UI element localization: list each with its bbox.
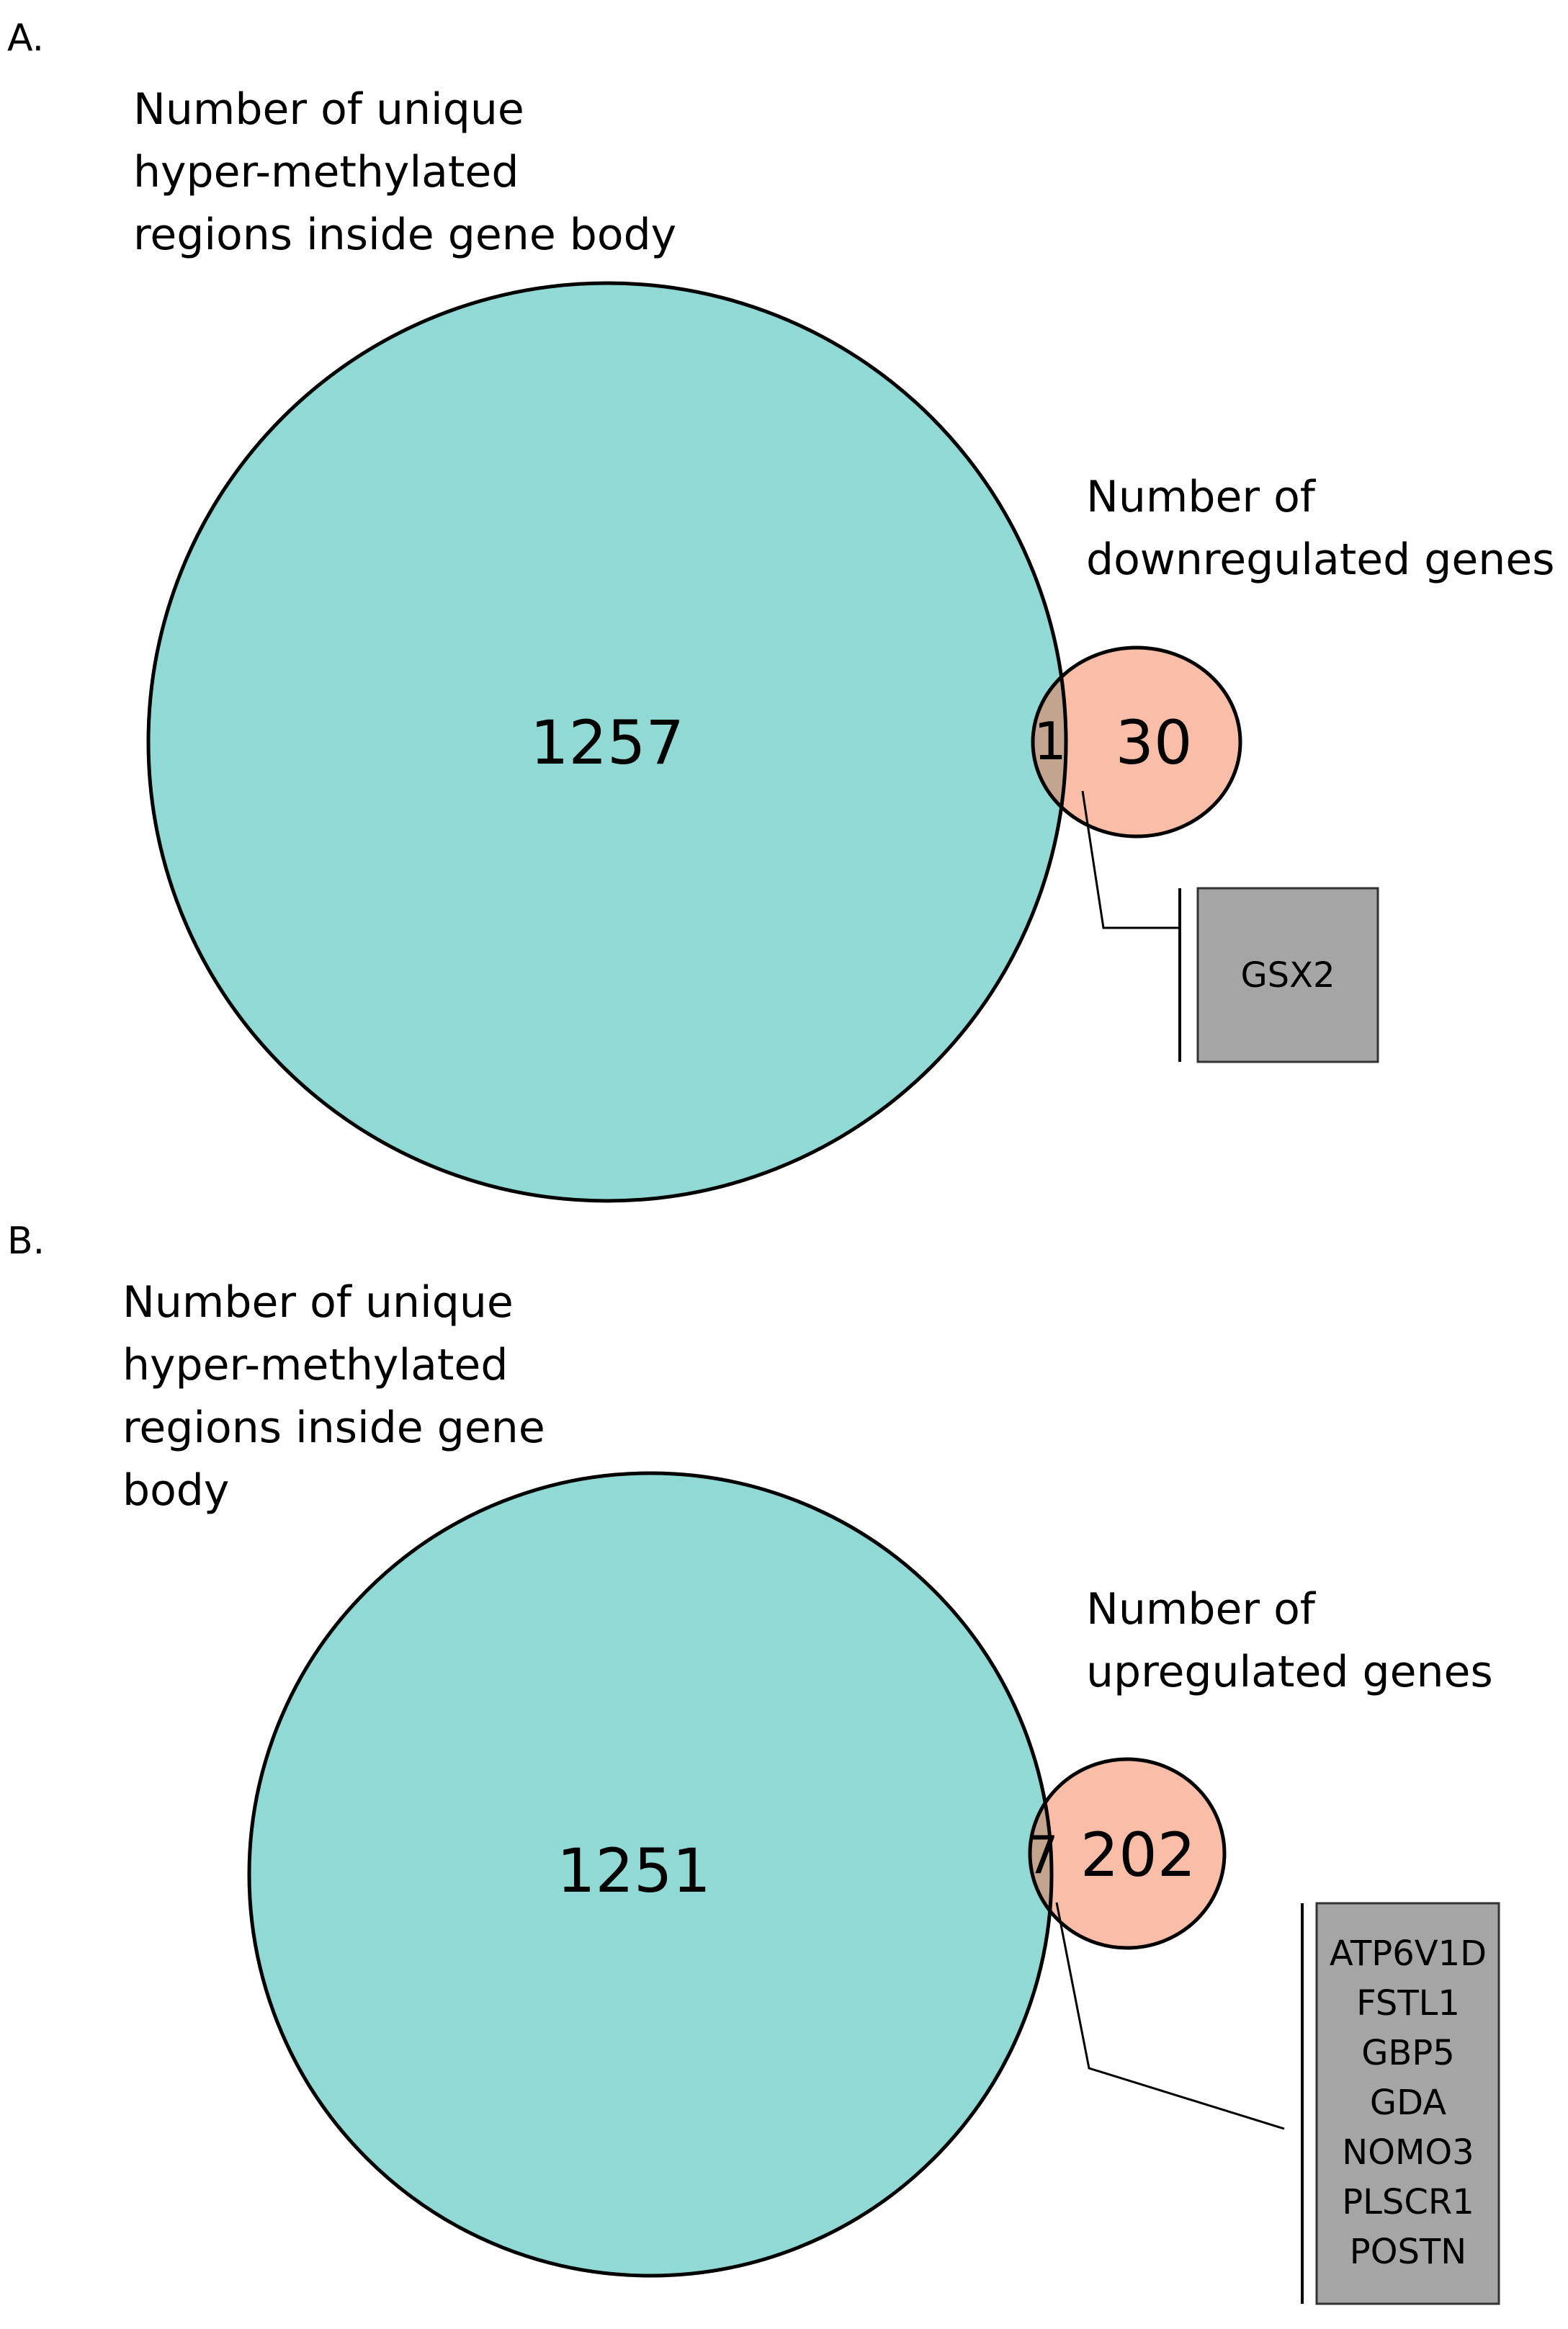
panel-a-right-set-label-line-2: downregulated genes — [1086, 535, 1555, 585]
gene-name: ATP6V1D — [1330, 1934, 1487, 1974]
panel-b-right-set-label-line-1: Number of — [1086, 1584, 1317, 1635]
panel-b-left-set-label-line-3: regions inside gene — [122, 1403, 545, 1453]
panel-b-left-count: 1251 — [557, 1836, 711, 1906]
panel-b-left-set-label-line-1: Number of unique — [122, 1277, 514, 1328]
panel-a-left-count: 1257 — [530, 707, 684, 778]
panel-a: A. Number of unique hyper-methylated reg… — [7, 17, 1555, 1203]
panel-a-right-set-label-line-1: Number of — [1086, 472, 1317, 522]
panel-a-overlap-count: 1 — [1034, 711, 1067, 772]
panel-a-gene-box — [1196, 887, 1379, 1063]
gene-name: PLSCR1 — [1342, 2182, 1474, 2222]
panel-a-left-set-label-line-3: regions inside gene body — [133, 210, 676, 260]
panel-b-left-set-label-line-4: body — [122, 1465, 229, 1516]
panel-b-right-count: 202 — [1080, 1820, 1196, 1890]
panel-b-overlap-count: 7 — [1026, 1825, 1059, 1885]
gene-name: GBP5 — [1361, 2033, 1455, 2073]
panel-a-right-set-outline — [1031, 645, 1242, 839]
panel-b-left-set-circle — [249, 1473, 1052, 2276]
panel-a-left-set-outline — [146, 281, 1068, 1203]
panel-b-left-set-outline — [247, 1471, 1054, 2278]
panel-b-label: B. — [7, 1220, 45, 1263]
gene-name: GDA — [1370, 2083, 1446, 2123]
panel-a-label: A. — [7, 17, 44, 60]
panel-b-left-set-label-line-2: hyper-methylated — [122, 1340, 508, 1390]
gene-name: POSTN — [1350, 2232, 1466, 2272]
panel-a-right-count: 30 — [1116, 707, 1193, 778]
panel-b-gene-box — [1315, 1902, 1500, 2305]
panel-b-right-set-label-line-2: upregulated genes — [1086, 1647, 1493, 1697]
panel-a-gene-list: GSX2 — [1240, 955, 1335, 996]
panel-b-right-set-circle — [1030, 1759, 1224, 1948]
gene-name: NOMO3 — [1342, 2132, 1474, 2173]
panel-a-left-set-label-line-2: hyper-methylated — [133, 147, 519, 197]
panel-b-right-set-outline — [1028, 1757, 1227, 1950]
gene-name: FSTL1 — [1356, 1983, 1460, 2024]
panel-a-callout-leader — [1081, 790, 1180, 929]
gene-name: GSX2 — [1240, 955, 1335, 996]
panel-a-left-set-label-line-1: Number of unique — [133, 84, 524, 135]
panel-a-left-set-circle — [148, 283, 1066, 1201]
panel-a-right-set-circle — [1033, 648, 1240, 836]
panel-b-callout-leader — [1055, 1902, 1285, 2130]
panel-b: B. Number of unique hyper-methylated reg… — [7, 1220, 1500, 2305]
